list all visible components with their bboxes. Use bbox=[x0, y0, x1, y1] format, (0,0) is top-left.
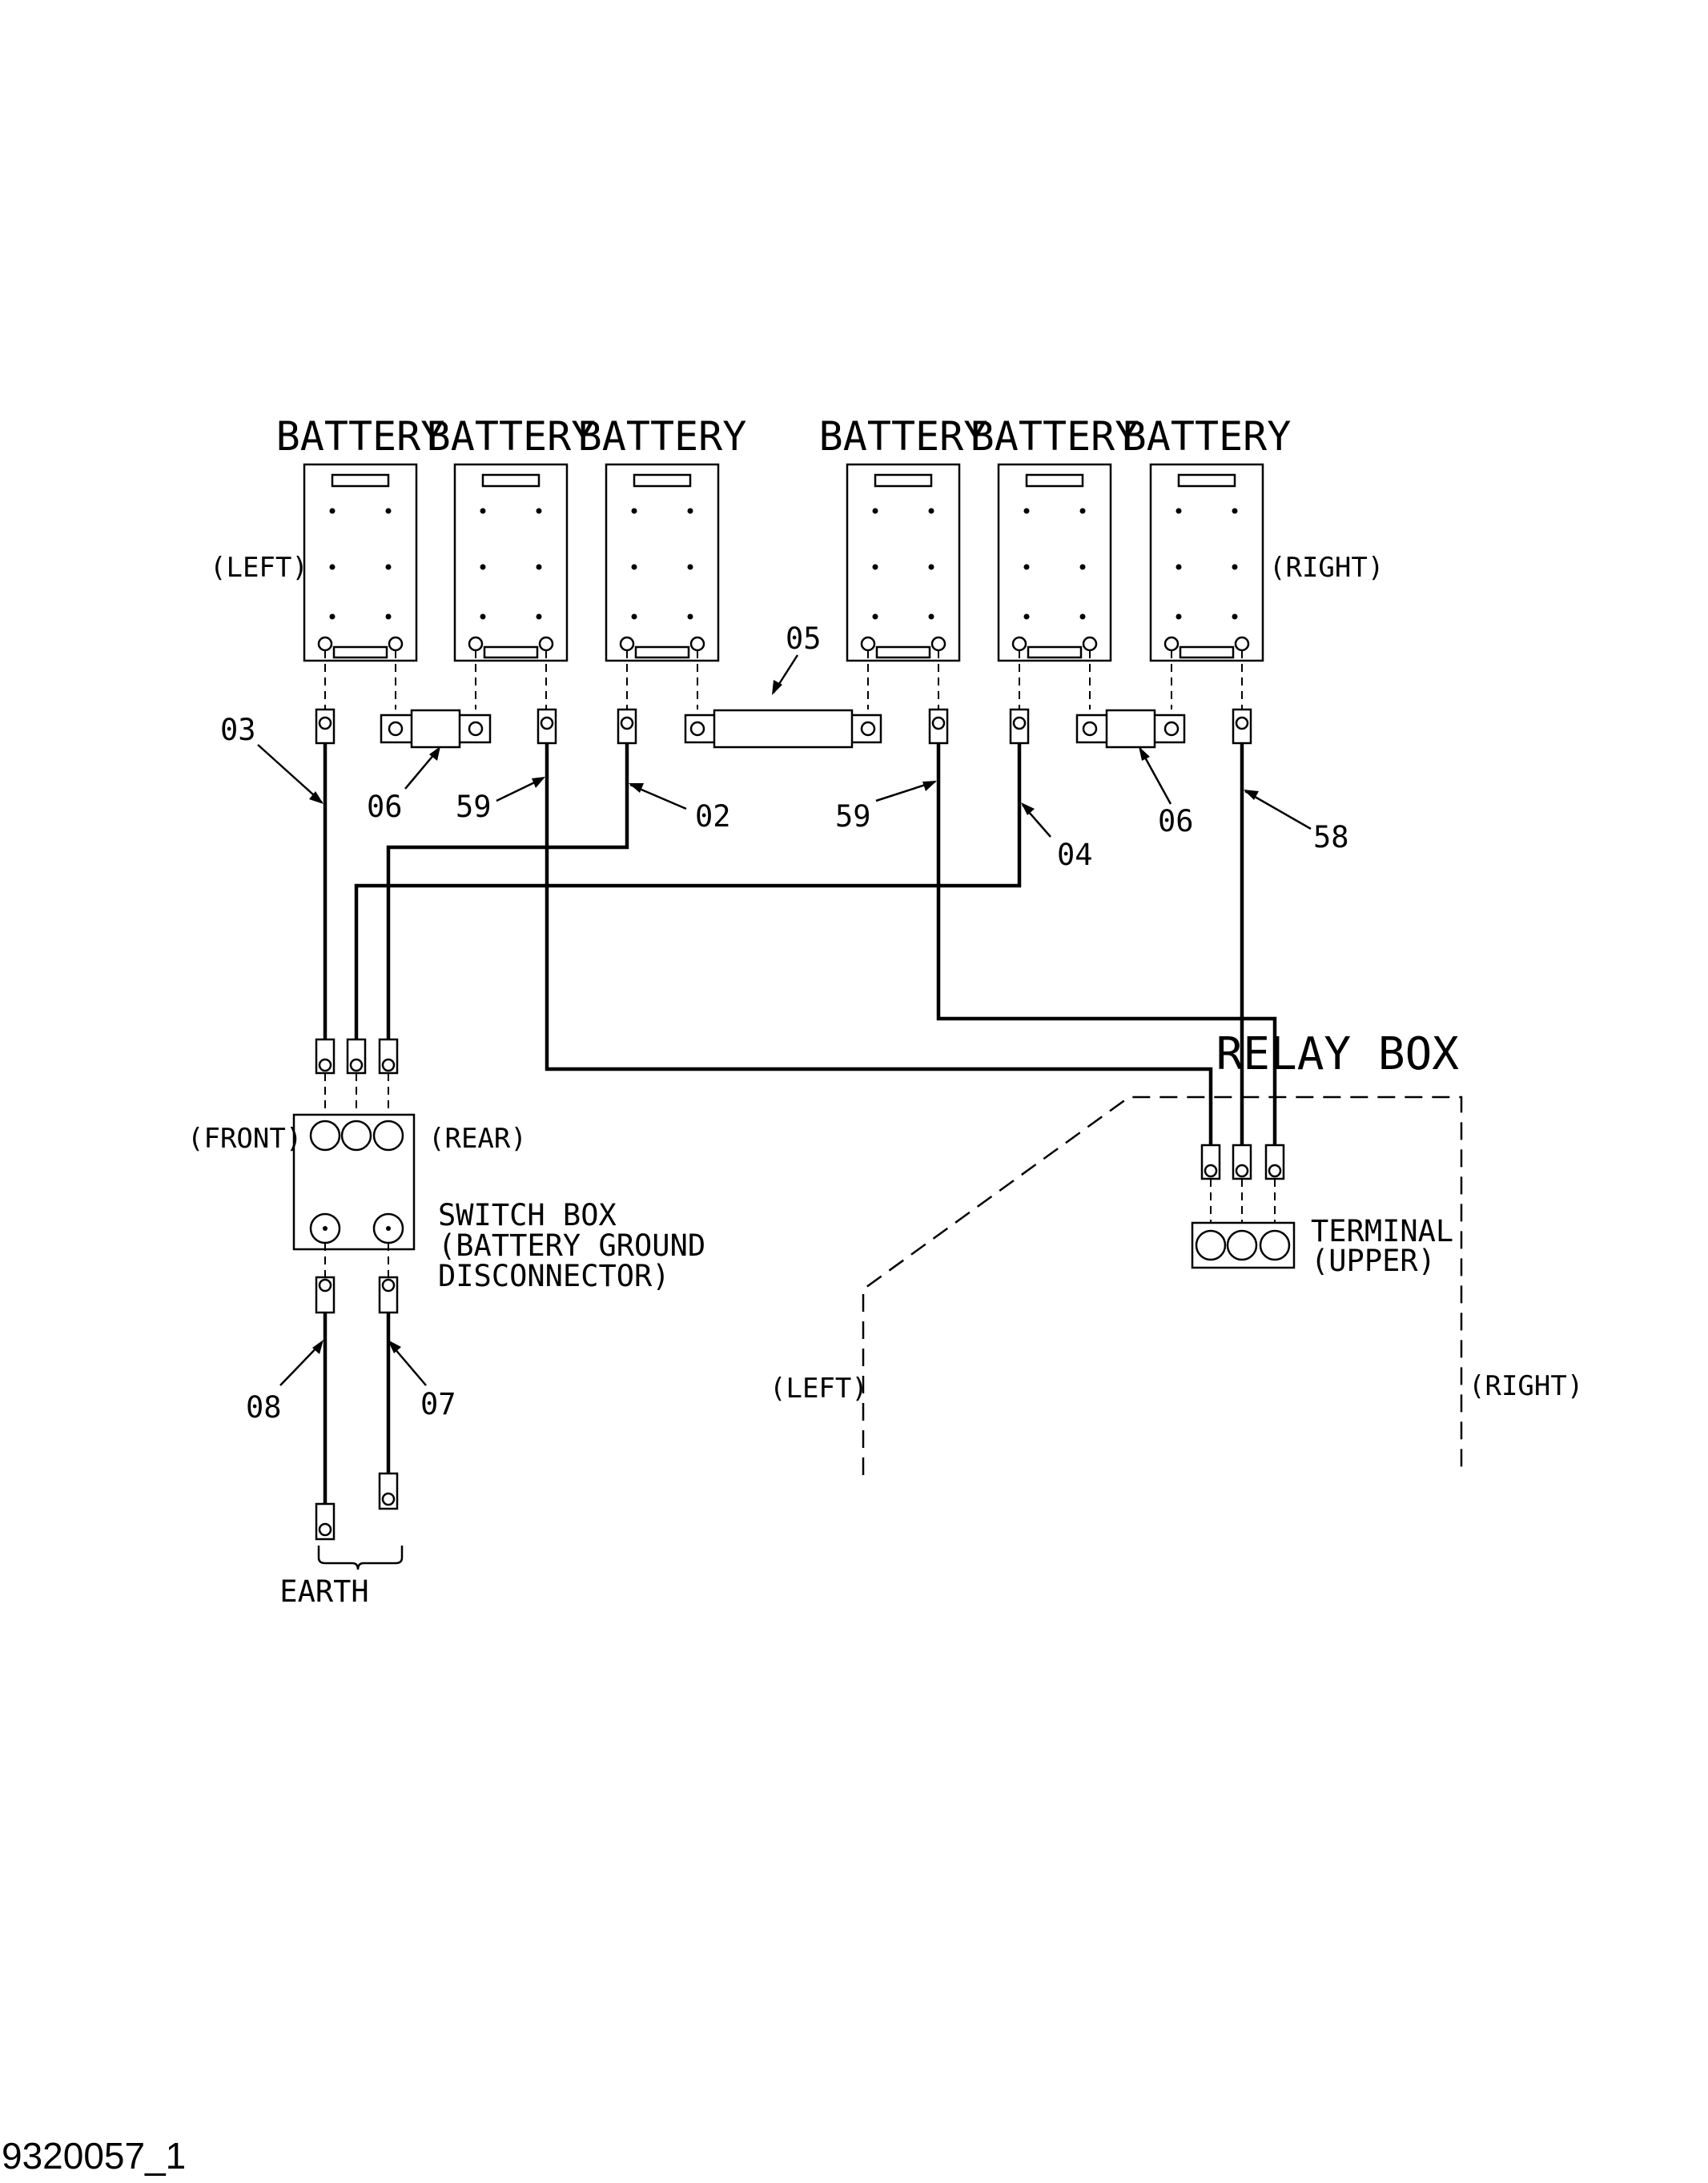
batteries-left-label: (LEFT) bbox=[210, 552, 308, 584]
terminal-lug-02 bbox=[617, 708, 637, 745]
callout-02: 02 bbox=[695, 799, 731, 834]
switch-box-front-label: (FRONT) bbox=[187, 1123, 302, 1155]
terminal-lug-04 bbox=[1009, 708, 1030, 745]
battery-3 bbox=[605, 463, 720, 662]
cable-59-right bbox=[936, 743, 1277, 1145]
terminal-label-1: TERMINAL bbox=[1311, 1214, 1453, 1248]
relay-box-left-label: (LEFT) bbox=[770, 1373, 868, 1405]
cable-04 bbox=[354, 743, 1022, 1039]
switch-box-title-1: SWITCH BOX bbox=[438, 1198, 617, 1232]
battery-1 bbox=[303, 463, 418, 662]
battery-2-label: BATTERY bbox=[427, 413, 596, 460]
callout-05: 05 bbox=[786, 621, 822, 656]
battery-3-label: BATTERY bbox=[578, 413, 747, 460]
earth-cable-07 bbox=[378, 1276, 399, 1510]
terminal-lug-59-right bbox=[928, 708, 949, 745]
battery-4 bbox=[846, 463, 961, 662]
earth-brace bbox=[317, 1546, 404, 1570]
callout-58: 58 bbox=[1313, 820, 1349, 854]
earth-label: EARTH bbox=[279, 1574, 368, 1609]
callout-59-right: 59 bbox=[835, 799, 871, 834]
switch-box-title-3: DISCONNECTOR) bbox=[438, 1259, 670, 1293]
battery-6 bbox=[1149, 463, 1264, 662]
switch-rear-terminal bbox=[372, 1120, 404, 1152]
battery-5-label: BATTERY bbox=[971, 413, 1139, 460]
cable-59-left bbox=[545, 743, 1213, 1145]
battery-2 bbox=[453, 463, 569, 662]
switch-box bbox=[292, 1038, 416, 1277]
battery-1-label: BATTERY bbox=[276, 413, 445, 460]
terminal-leaders bbox=[324, 650, 1243, 710]
callout-04: 04 bbox=[1057, 838, 1093, 872]
callout-59-left: 59 bbox=[456, 790, 492, 824]
battery-5 bbox=[997, 463, 1112, 662]
switch-middle-terminal bbox=[340, 1120, 372, 1152]
callout-06-left: 06 bbox=[367, 790, 403, 824]
callout-arrows bbox=[257, 654, 1312, 1386]
battery-6-label: BATTERY bbox=[1123, 413, 1292, 460]
jumper-cable-06-right bbox=[1075, 709, 1186, 749]
terminal-lug-58 bbox=[1232, 708, 1252, 745]
terminal-lug-59-left bbox=[537, 708, 557, 745]
switch-box-rear-label: (REAR) bbox=[428, 1123, 527, 1155]
relay-box-outline bbox=[862, 1096, 1463, 1475]
relay-box-right-label: (RIGHT) bbox=[1469, 1370, 1583, 1402]
callout-03: 03 bbox=[220, 713, 256, 747]
earth-cable-08 bbox=[315, 1276, 336, 1541]
jumper-cable-06-left bbox=[380, 709, 492, 749]
switch-box-title-2: (BATTERY GROUND bbox=[438, 1228, 705, 1263]
callout-08: 08 bbox=[246, 1390, 282, 1425]
relay-box-title: RELAY BOX bbox=[1216, 1028, 1460, 1080]
terminal-label-2: (UPPER) bbox=[1311, 1244, 1436, 1278]
jumper-cable-05 bbox=[684, 709, 882, 749]
switch-box-input-lugs bbox=[315, 1038, 399, 1123]
battery-4-label: BATTERY bbox=[819, 413, 988, 460]
terminal-lug-03 bbox=[315, 708, 336, 745]
callout-07: 07 bbox=[420, 1387, 456, 1421]
relay-terminal-block bbox=[1191, 1221, 1296, 1269]
document-id: 9320057_1 bbox=[2, 2135, 186, 2177]
batteries-right-label: (RIGHT) bbox=[1269, 552, 1384, 584]
callout-06-right: 06 bbox=[1158, 804, 1194, 838]
switch-front-terminal bbox=[309, 1120, 341, 1152]
cable-02 bbox=[386, 743, 629, 1039]
relay-terminal-lugs bbox=[1200, 1144, 1285, 1225]
